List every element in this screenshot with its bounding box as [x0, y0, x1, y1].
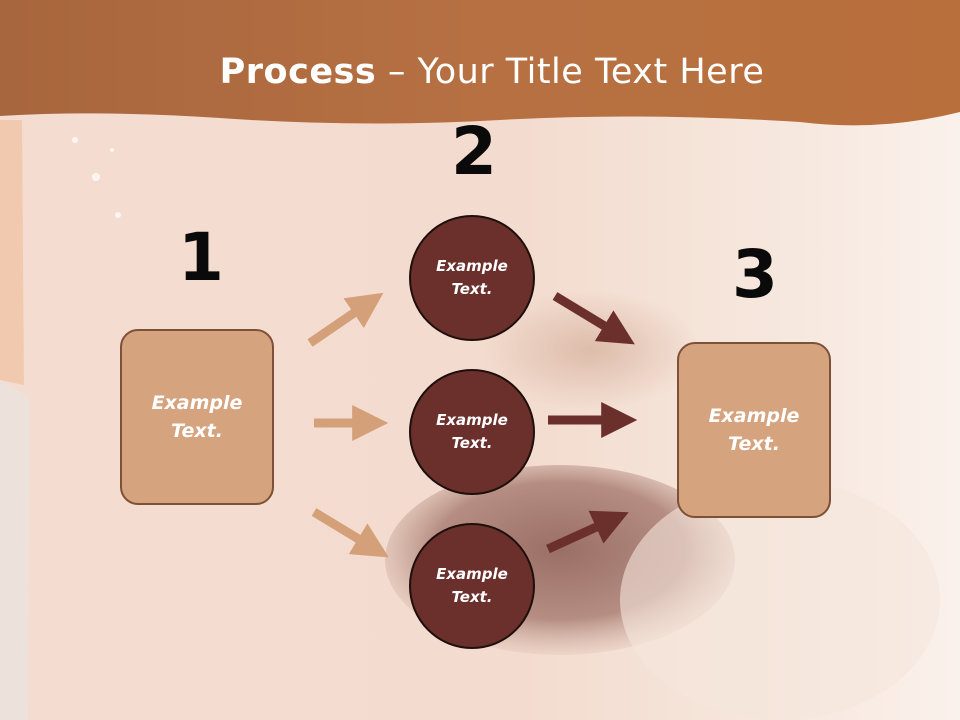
title-bold: Process — [219, 52, 377, 92]
arrow-right-up — [546, 510, 629, 554]
circle-middle: Example Text. — [409, 369, 535, 495]
step-number-3: 3 — [732, 236, 778, 313]
arrow-left-up — [307, 292, 384, 347]
circle-top: Example Text. — [409, 215, 535, 341]
arrow-left-down — [311, 508, 389, 558]
circle-bottom: Example Text. — [409, 523, 535, 649]
slide-title: Process – Your Title Text Here — [0, 52, 960, 92]
step-number-1: 1 — [178, 219, 224, 296]
title-rest: – Your Title Text Here — [376, 52, 765, 92]
right-box: Example Text. — [677, 342, 831, 518]
left-box: Example Text. — [120, 329, 274, 505]
step-number-2: 2 — [451, 113, 497, 190]
arrow-right-down — [552, 292, 635, 345]
